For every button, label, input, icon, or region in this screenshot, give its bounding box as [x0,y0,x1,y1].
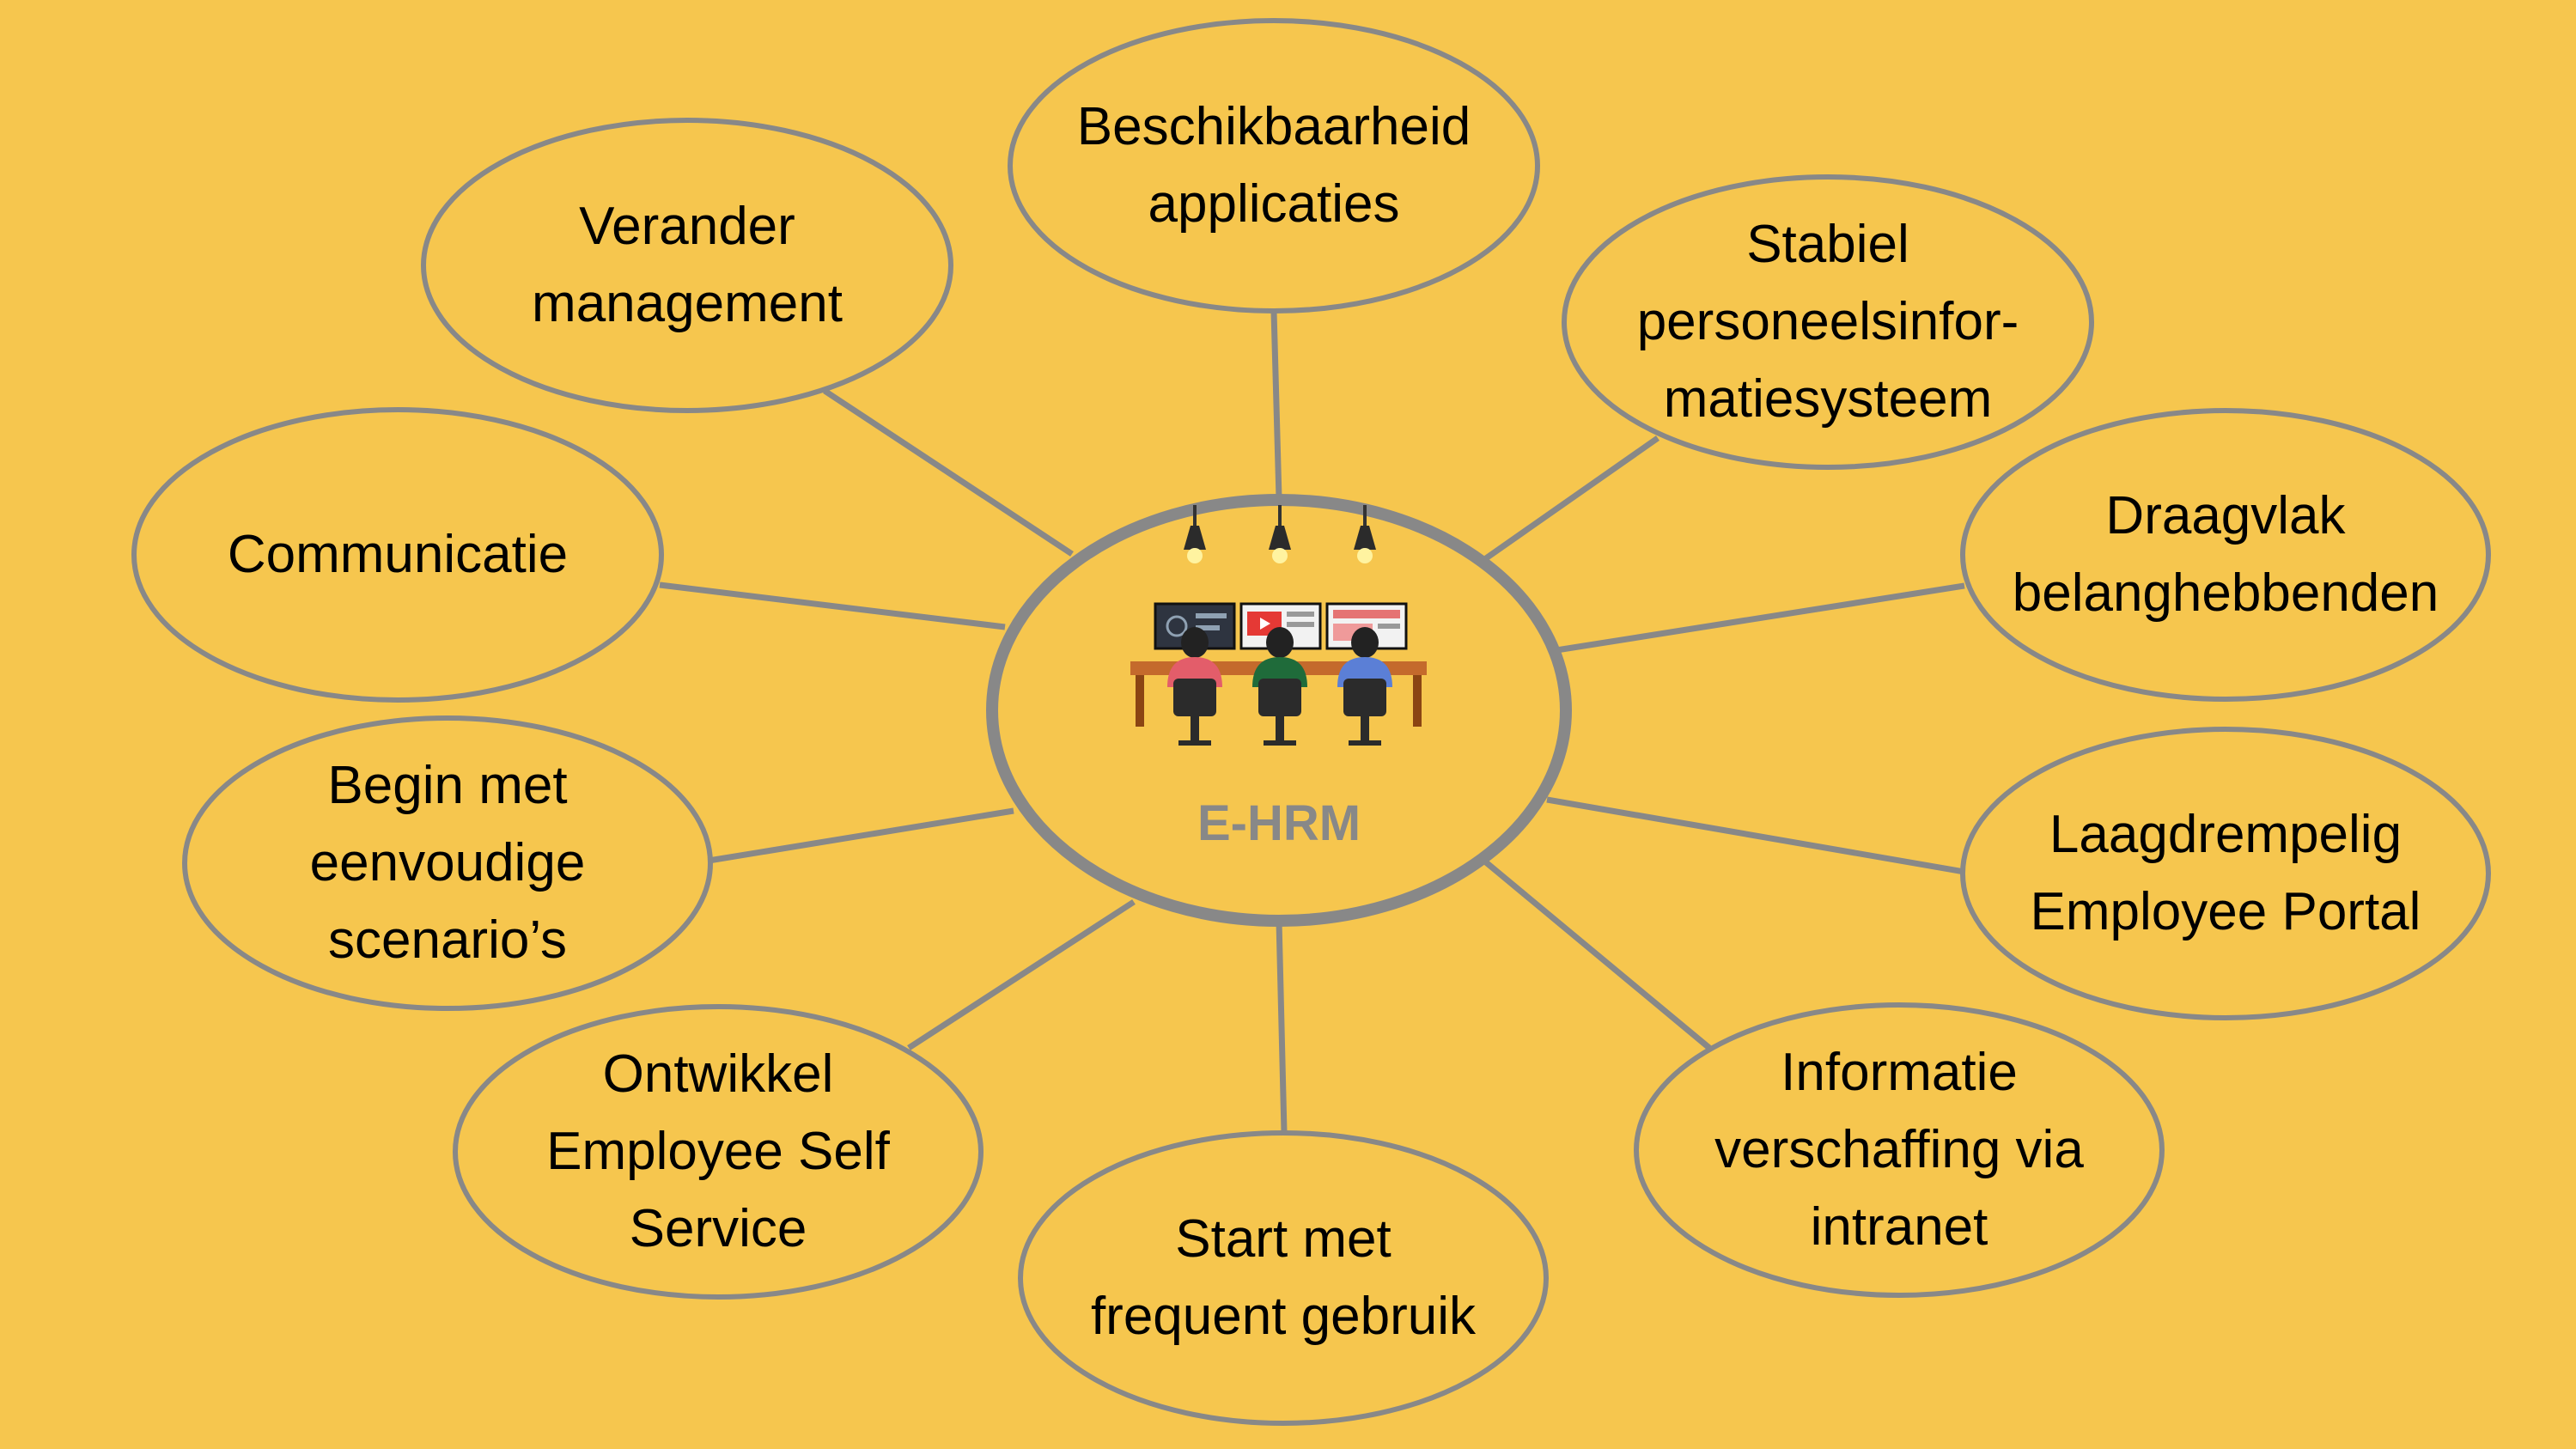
connector-beschikbaarheid [1270,310,1282,499]
node-begin [182,715,713,1011]
connector-verander [823,388,1074,557]
node-ontwikkel [453,1004,984,1300]
node-verander [421,118,953,413]
connector-start [1276,920,1288,1133]
node-label-laagdrempelig: Laagdrempelig Employee Portal [2030,805,2421,941]
node-label-beschikbaarheid: Beschikbaarheid applicaties [1076,97,1471,234]
node-start [1018,1130,1549,1426]
node-label-verander: Verander management [532,197,843,333]
office-team-at-computers-icon [1130,505,1427,746]
ceiling-lamp-icon [1354,505,1376,563]
ceiling-lamp-icon [1184,505,1206,563]
connector-begin [708,807,1014,864]
person-icon [1252,627,1307,746]
connector-laagdrempelig [1546,796,1965,875]
connector-communicatie [659,581,1006,630]
center-title: E-HRM [1197,795,1361,851]
node-beschikbaarheid [1008,18,1540,314]
node-laagdrempelig [1960,727,2491,1020]
node-label-stabiel: Stabiel personeelsinfor- matiesysteem [1636,215,2019,429]
ceiling-lamp-icon [1269,505,1291,563]
node-draagvlak [1960,408,2491,702]
node-informatie [1634,1002,2165,1298]
connector-ontwikkel [907,899,1136,1050]
connector-stabiel [1483,435,1660,561]
person-icon [1167,627,1222,746]
node-label-start: Start met frequent gebruik [1090,1209,1477,1346]
node-ellipses [131,18,2491,1426]
node-label-informatie: Informatie verschaffing via intranet [1714,1043,2084,1257]
node-label-communicatie: Communicatie [227,525,569,584]
node-communicatie [131,407,664,703]
person-icon [1337,627,1392,746]
node-label-ontwikkel: Ontwikkel Employee Self Service [546,1044,890,1258]
connector-informatie [1483,860,1712,1050]
node-label-begin: Begin met eenvoudige scenario’s [309,756,586,970]
node-stabiel [1562,174,2094,470]
node-label-draagvlak: Draagvlak belanghebbenden [2012,486,2439,623]
connector-draagvlak [1556,582,1965,654]
connectors [659,310,1965,1133]
